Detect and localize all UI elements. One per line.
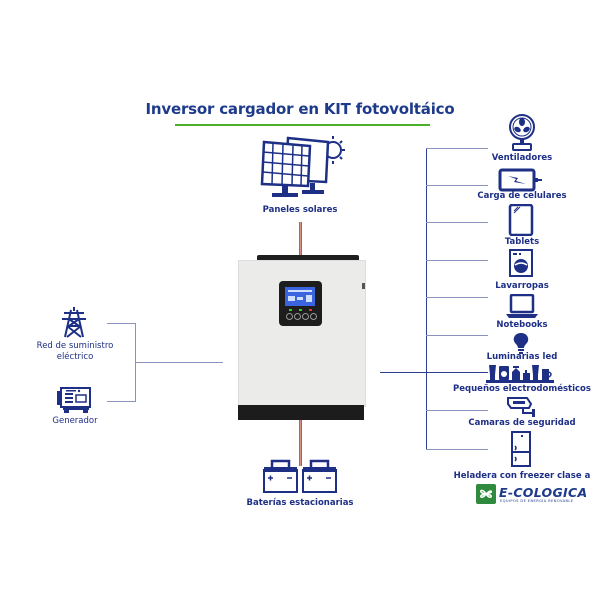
load-label-6: Pequeños electrodomésticos — [453, 384, 591, 394]
load-label-8: Heladera con freezer clase a — [453, 471, 591, 481]
fridge-icon — [511, 431, 531, 467]
panel-button-esc[interactable] — [286, 313, 293, 320]
branch-4 — [426, 297, 488, 298]
panel-button-up[interactable] — [294, 313, 301, 320]
washing-machine-icon — [509, 249, 533, 277]
load-label-4: Notebooks — [496, 320, 548, 330]
inverter-top-cap — [257, 255, 359, 261]
inverter-bottom-band — [238, 405, 364, 420]
security-camera-icon — [507, 396, 537, 418]
power-tower-icon — [60, 306, 88, 338]
branch-7 — [426, 410, 488, 411]
brand-tagline: EQUIPOS DE ENERGÍA RENOVABLE — [500, 499, 574, 503]
load-label-7: Camaras de seguridad — [468, 418, 576, 428]
branch-5 — [426, 335, 488, 336]
grid-label-line2: eléctrico — [56, 352, 94, 362]
phone-charging-icon — [498, 168, 542, 192]
load-label-5: Luminarias led — [486, 352, 558, 362]
generator-icon — [56, 386, 92, 414]
left-main-connector — [135, 362, 223, 363]
load-label-1: Carga de celulares — [477, 191, 567, 201]
title-underline — [175, 124, 430, 126]
inverter-side-switch[interactable] — [362, 283, 365, 289]
fan-icon — [507, 113, 537, 153]
branch-8 — [426, 449, 488, 450]
panel-button-down[interactable] — [302, 313, 309, 320]
load-label-3: Lavarropas — [495, 281, 549, 291]
diagram-title: Inversor cargador en KIT fotovoltáico — [145, 100, 455, 118]
generator-label: Generador — [52, 416, 98, 426]
branch-6 — [426, 372, 488, 373]
solar-panel-icon — [258, 130, 348, 202]
panel-button-enter[interactable] — [310, 313, 317, 320]
inverter-control-panel — [279, 281, 322, 326]
grid-connector — [107, 323, 136, 324]
right-bracket — [426, 148, 427, 450]
lightbulb-icon — [511, 332, 531, 354]
solar-panels-label: Paneles solares — [262, 205, 338, 215]
generator-connector — [107, 401, 136, 402]
load-label-2: Tablets — [504, 237, 540, 247]
appliances-icon — [486, 363, 554, 383]
branch-1 — [426, 185, 488, 186]
tablet-icon — [508, 204, 534, 236]
load-label-0: Ventiladores — [491, 153, 553, 163]
battery-cable — [299, 420, 302, 466]
lcd-screen — [285, 287, 315, 306]
branch-0 — [426, 148, 488, 149]
brand-name: E-COLOGICA — [499, 485, 588, 500]
battery-icon — [262, 458, 338, 494]
grid-label-line1: Red de suministro — [36, 341, 114, 351]
e-cologica-logo-mark — [476, 484, 496, 504]
right-main-connector — [380, 372, 427, 373]
branch-3 — [426, 260, 488, 261]
branch-2 — [426, 222, 488, 223]
solar-cable — [299, 222, 302, 256]
batteries-label: Baterías estacionarias — [246, 498, 354, 508]
laptop-icon — [505, 294, 539, 319]
